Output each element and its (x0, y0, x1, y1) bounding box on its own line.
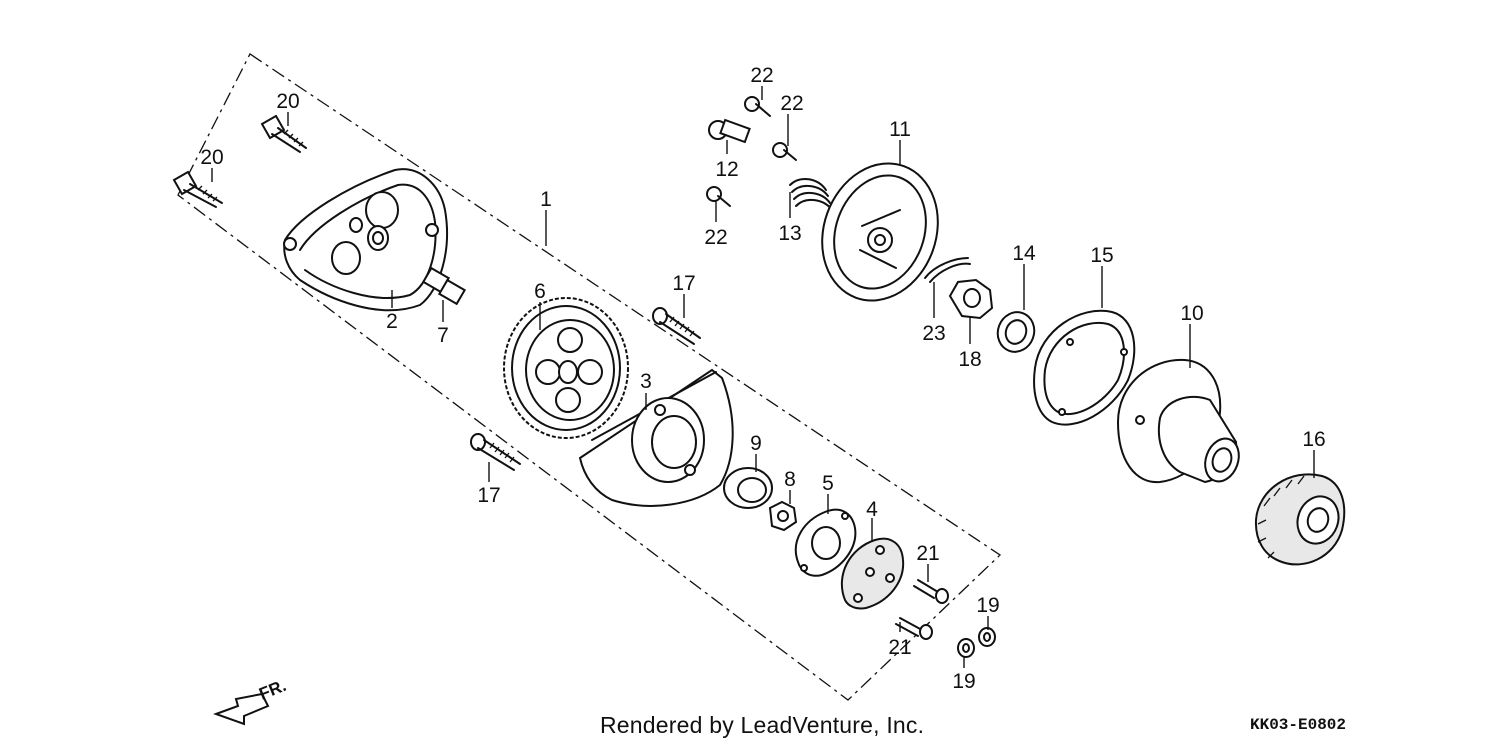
plate-4 (840, 537, 905, 610)
cotter-pin-23 (924, 257, 971, 283)
callout-5: 5 (822, 472, 834, 495)
leader-lines (211, 86, 1315, 668)
callout-17-bottom: 17 (477, 484, 500, 507)
bolt-20-bottom (172, 170, 223, 208)
callout-4: 4 (866, 498, 878, 521)
bolt-17-top (652, 307, 701, 345)
pin-12 (708, 118, 751, 144)
callout-22-bottom: 22 (704, 226, 727, 249)
callout-2: 2 (386, 310, 398, 333)
callout-7: 7 (437, 324, 449, 347)
callout-22-middle: 22 (780, 92, 803, 115)
bolt-20-top (260, 114, 307, 153)
callout-10: 10 (1180, 302, 1203, 325)
callout-18: 18 (958, 348, 981, 371)
callout-3: 3 (640, 370, 652, 393)
assembly-boundary (177, 53, 1002, 701)
callout-1: 1 (540, 188, 552, 211)
dowel-pin-7 (421, 266, 467, 306)
front-direction-arrow: FR. (213, 676, 289, 726)
callout-23: 23 (922, 322, 945, 345)
callout-11: 11 (889, 118, 911, 141)
callout-19-top: 19 (976, 594, 999, 617)
housing-11 (821, 162, 939, 302)
callout-17-top: 17 (672, 272, 695, 295)
bolt-17-bottom (470, 433, 521, 471)
callout-12: 12 (715, 158, 738, 181)
callout-20-top: 20 (276, 90, 299, 113)
pump-body-3 (578, 368, 734, 507)
washer-19-b (957, 638, 975, 658)
flange-10 (1116, 358, 1240, 484)
callout-22-top: 22 (750, 64, 773, 87)
gasket-5 (794, 508, 857, 577)
screw-22-c (706, 186, 731, 207)
callout-13: 13 (778, 222, 801, 245)
callout-15: 15 (1090, 244, 1113, 267)
castle-nut-18 (948, 278, 994, 320)
gear-16 (1254, 473, 1346, 566)
screw-21-top (913, 579, 949, 604)
screw-22-b (772, 142, 797, 161)
washer-14 (996, 311, 1036, 353)
callout-20-bottom: 20 (200, 146, 223, 169)
callout-14: 14 (1012, 242, 1036, 265)
callout-9: 9 (750, 432, 762, 455)
direction-label: FR. (256, 676, 289, 704)
pump-cover-2 (283, 168, 448, 312)
footer-credit: Rendered by LeadVenture, Inc. (600, 712, 925, 738)
screw-22-a (744, 96, 771, 117)
driven-gear-6 (503, 297, 629, 439)
spring-13 (789, 178, 833, 211)
gasket-15 (1033, 309, 1136, 426)
callout-16: 16 (1302, 428, 1325, 451)
callout-8: 8 (784, 468, 796, 491)
inner-rotor-8 (768, 500, 798, 532)
callout-19-bottom: 19 (952, 670, 975, 693)
callout-21-top: 21 (916, 542, 939, 565)
diagram-code: KK03-E0802 (1249, 716, 1346, 734)
washer-19-a (978, 627, 996, 647)
callouts: 1 2 3 4 5 6 7 8 9 10 11 12 13 14 15 16 1… (200, 64, 1325, 693)
callout-6: 6 (534, 280, 546, 303)
outer-rotor-9 (723, 467, 773, 509)
callout-21-bottom: 21 (888, 636, 911, 659)
